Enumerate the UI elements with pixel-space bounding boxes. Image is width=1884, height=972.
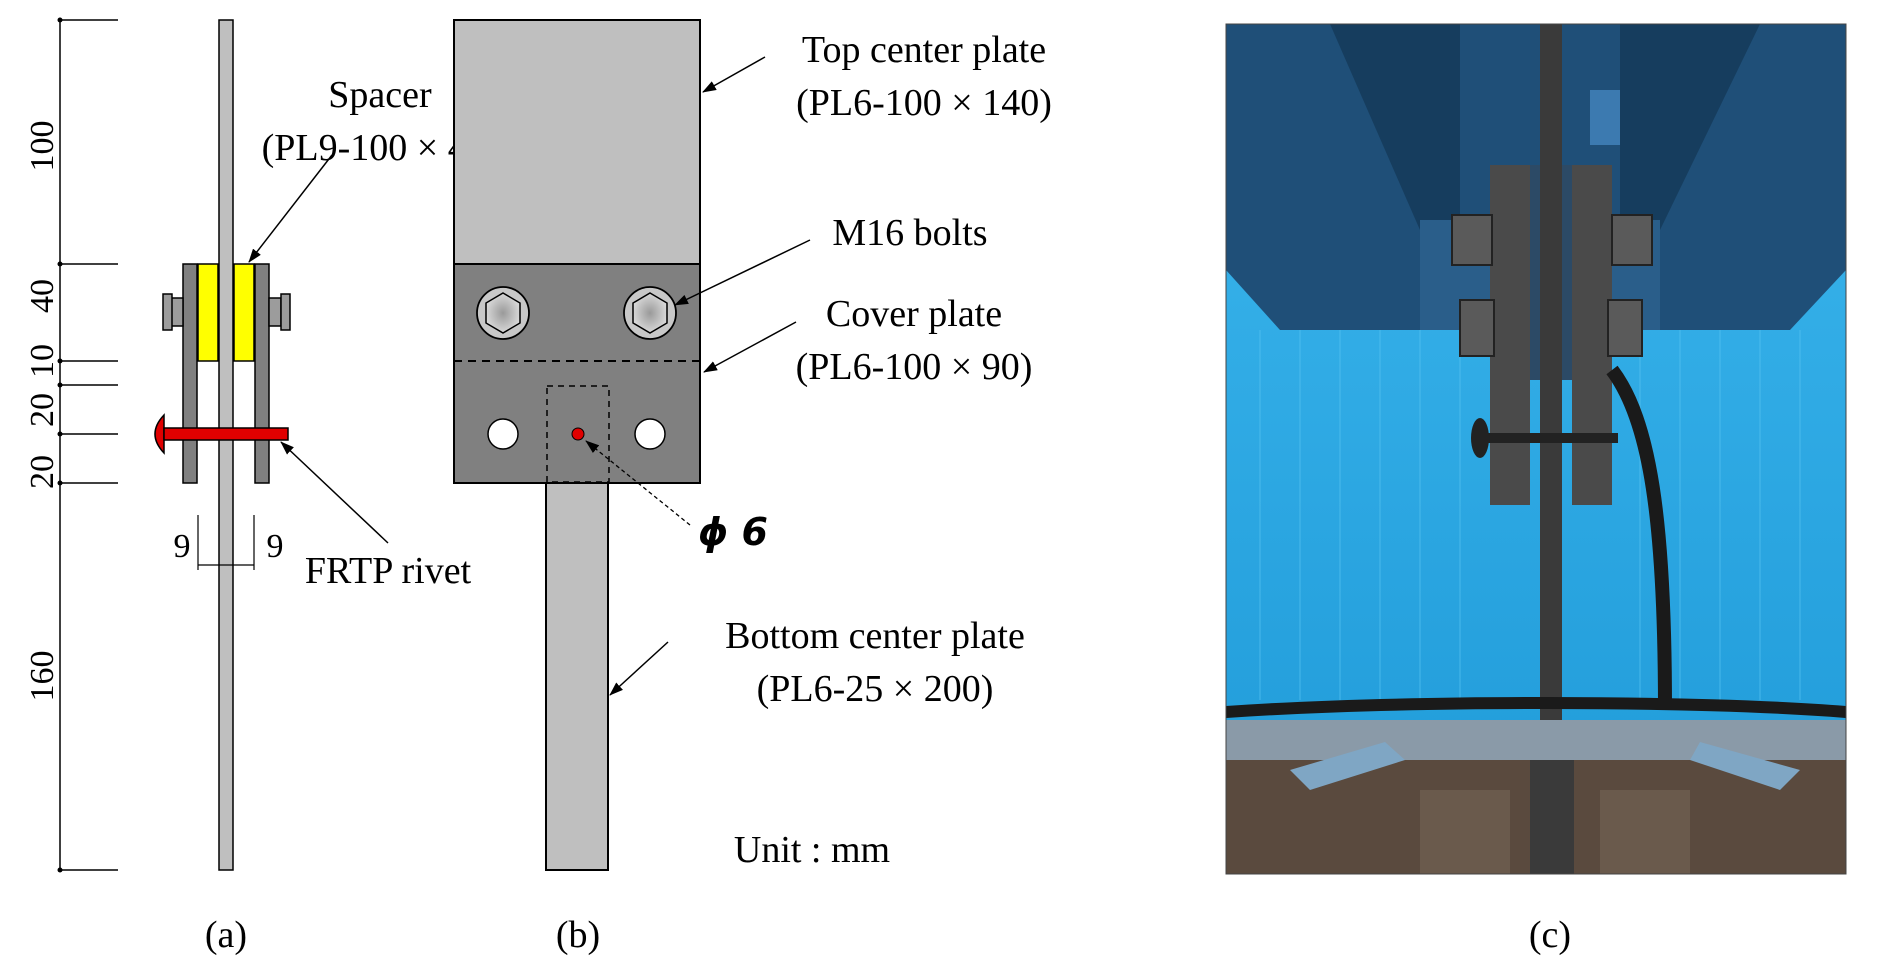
cover-plate-label: Cover plate — [826, 293, 1002, 335]
rivet-area-dashed — [546, 385, 610, 483]
cover-plate-spec: (PL6-100 × 90) — [796, 346, 1033, 388]
hole-right — [634, 418, 666, 450]
top-plate-spec: (PL6-100 × 140) — [796, 82, 1052, 124]
gap-left-label: 9 — [174, 528, 191, 565]
bolt-right — [623, 286, 677, 340]
dimension-10: 10 — [24, 344, 61, 378]
top-plate-leader — [702, 56, 766, 93]
caption-c: (c) — [1529, 914, 1571, 956]
spacer-right — [233, 263, 255, 362]
bottom-plate-spec: (PL6-25 × 200) — [757, 668, 994, 710]
caption-a: (a) — [205, 914, 247, 956]
bolts-label: M16 bolts — [832, 212, 987, 254]
cable — [1606, 365, 1672, 711]
top-center-plate — [453, 19, 701, 265]
rivet-hole — [571, 427, 585, 441]
unit-label: Unit : mm — [734, 829, 890, 871]
top-plate-label: Top center plate — [802, 29, 1046, 71]
cover-plate-left — [182, 263, 198, 484]
dimension-40: 40 — [24, 279, 61, 313]
hole-left — [487, 418, 519, 450]
dimension-160: 160 — [24, 651, 61, 702]
photo-bolts — [1451, 214, 1653, 357]
spacer-left — [197, 263, 219, 362]
bolts-leader — [674, 239, 811, 306]
spacer-leader — [248, 154, 333, 263]
grip-plate-right — [1572, 165, 1612, 505]
dimension-20-lower: 20 — [24, 455, 61, 489]
rivet-label: FRTP rivet — [305, 550, 472, 592]
specimen-center-plate — [1540, 24, 1562, 874]
hole-leader — [585, 440, 691, 526]
bottom-plate-leader — [609, 641, 669, 696]
bolt-left — [476, 286, 530, 340]
bottom-plate-label: Bottom center plate — [725, 615, 1025, 657]
spacer-label: Spacer — [328, 74, 432, 116]
bolt-side-view — [162, 293, 291, 331]
center-plate-side — [218, 19, 234, 871]
cover-plate-right — [254, 263, 270, 484]
panel-a: 100 40 10 20 20 160 Spacer (PL9-100 × 40… — [24, 17, 498, 956]
grip-plate-left — [1490, 165, 1530, 505]
hole-label: ϕ 6 — [698, 510, 768, 554]
dimension-100: 100 — [24, 121, 61, 172]
gap-right-label: 9 — [267, 528, 284, 565]
panel-c-photo: (c) — [1225, 23, 1847, 956]
gap-dimension — [197, 515, 255, 570]
bottom-center-plate — [545, 482, 609, 871]
dimension-20-upper: 20 — [24, 393, 61, 427]
cover-plate-leader — [703, 321, 797, 373]
panel-b: Top center plate (PL6-100 × 140) M16 bol… — [453, 19, 1052, 956]
caption-b: (b) — [556, 914, 600, 956]
rivet-side-view — [154, 413, 289, 455]
dimension-scale — [59, 19, 118, 871]
rivet-leader — [280, 441, 389, 544]
